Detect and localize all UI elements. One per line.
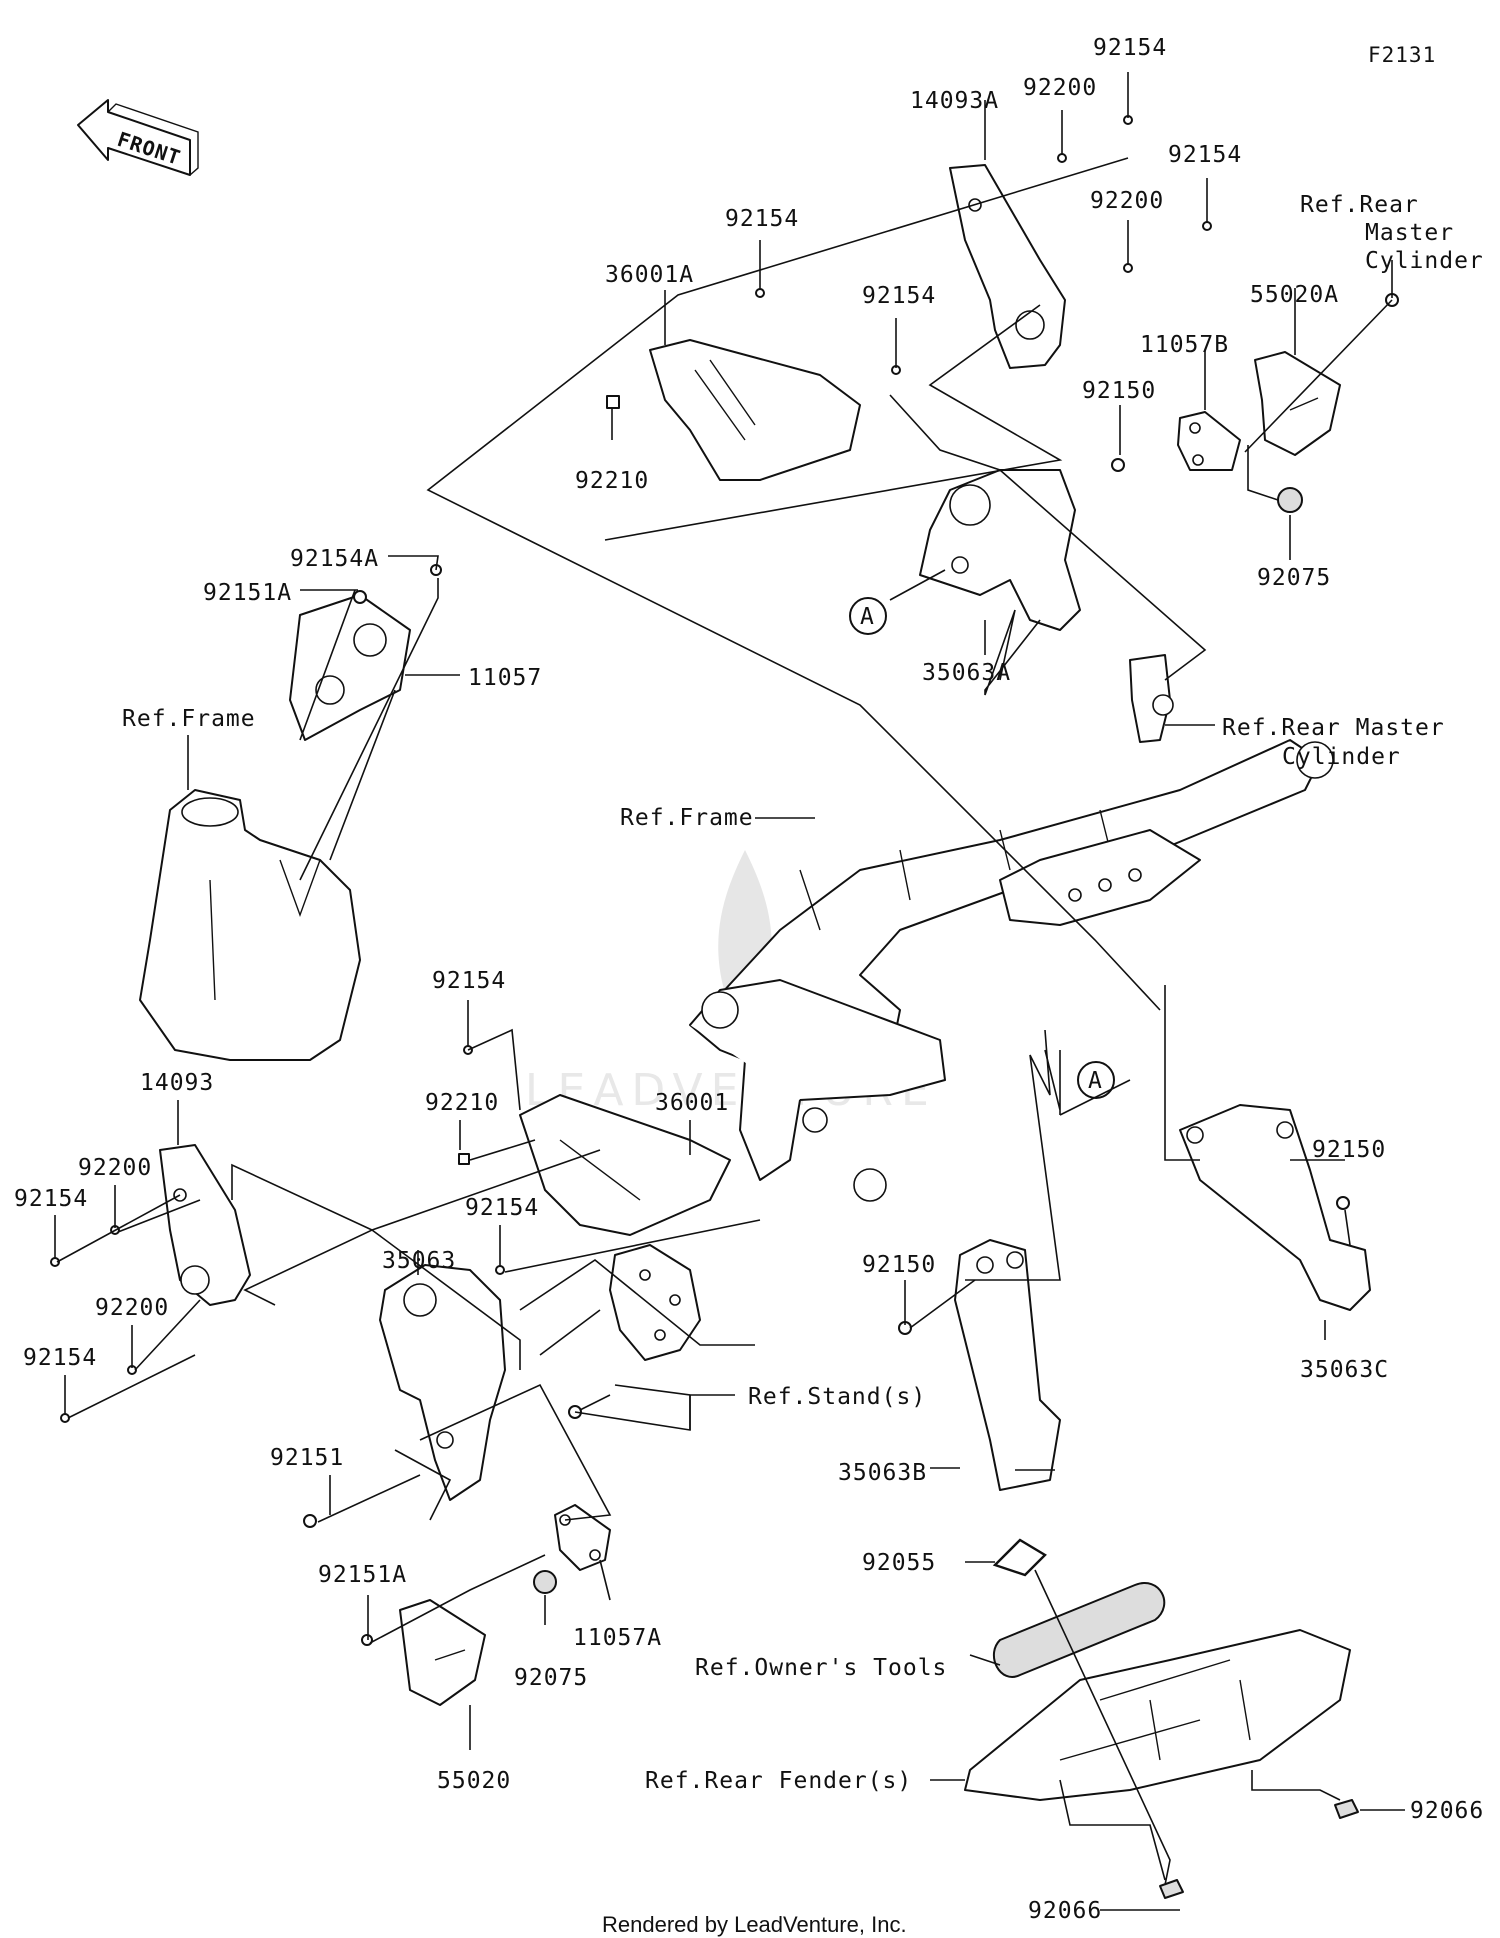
label-92055: 92055 <box>862 1550 936 1576</box>
label-35063: 35063 <box>382 1248 456 1274</box>
label-92154-b: 92154 <box>1168 142 1242 168</box>
label-55020: 55020 <box>437 1768 511 1794</box>
part-ref-stand-bracket <box>609 1244 701 1361</box>
part-55020-guard <box>399 1599 486 1706</box>
part-owners-tools <box>993 1582 1166 1678</box>
label-ref-rear-mc-top-2: Master <box>1365 220 1454 246</box>
label-92075-b: 92075 <box>514 1665 588 1691</box>
part-35063-bracket <box>379 1264 506 1501</box>
label-92151A-a: 92151A <box>203 580 292 606</box>
footer-credit: Rendered by LeadVenture, Inc. <box>602 1912 907 1937</box>
label-ref-rear-mc-mid-2: Cylinder <box>1282 744 1401 770</box>
label-92151A-b: 92151A <box>318 1562 407 1588</box>
label-14093A: 14093A <box>910 88 999 114</box>
label-92154-c: 92154 <box>725 206 799 232</box>
label-ref-rear-mc-top-1: Ref.Rear <box>1300 192 1419 218</box>
part-ref-frame-head <box>139 789 361 1061</box>
label-ref-frame-a: Ref.Frame <box>122 706 256 732</box>
label-14093: 14093 <box>140 1070 214 1096</box>
label-92154A: 92154A <box>290 546 379 572</box>
label-92200-d: 92200 <box>95 1295 169 1321</box>
label-92066-b: 92066 <box>1028 1898 1102 1924</box>
label-36001: 36001 <box>655 1090 729 1116</box>
label-92210-b: 92210 <box>425 1090 499 1116</box>
label-11057B: 11057B <box>1140 332 1229 358</box>
label-11057A: 11057A <box>573 1625 662 1651</box>
label-11057: 11057 <box>468 665 542 691</box>
label-92154-a: 92154 <box>1093 35 1167 61</box>
callout-a-lower: A <box>1077 1061 1115 1099</box>
figure-code: F2131 <box>1368 43 1436 67</box>
label-ref-rear-mc-mid-1: Ref.Rear Master <box>1222 715 1445 741</box>
part-35063B-bracket <box>954 1239 1061 1491</box>
part-labels: 92154 92200 14093A 92154 92200 Ref.Rear … <box>14 35 1484 1924</box>
label-ref-rear-mc-top-3: Cylinder <box>1365 248 1484 274</box>
part-rear-master-cylinder <box>1129 654 1174 743</box>
part-11057A-plate <box>554 1504 611 1571</box>
label-ref-frame-b: Ref.Frame <box>620 805 754 831</box>
label-35063C: 35063C <box>1300 1357 1389 1383</box>
label-55020A: 55020A <box>1250 282 1339 308</box>
label-92150-c: 92150 <box>862 1252 936 1278</box>
label-92154-f: 92154 <box>14 1186 88 1212</box>
label-92066-a: 92066 <box>1410 1798 1484 1824</box>
part-92075-grommet-bottom <box>533 1570 557 1594</box>
label-92200-a: 92200 <box>1023 75 1097 101</box>
part-ref-rear-fender <box>964 1629 1351 1801</box>
label-92154-h: 92154 <box>23 1345 97 1371</box>
callout-a-upper-letter: A <box>860 604 875 630</box>
label-92154-g: 92154 <box>465 1195 539 1221</box>
label-92151: 92151 <box>270 1445 344 1471</box>
part-92055-clip <box>992 1538 1047 1577</box>
label-ref-rear-fenders: Ref.Rear Fender(s) <box>645 1768 912 1794</box>
label-ref-stands: Ref.Stand(s) <box>748 1384 926 1410</box>
label-92200-c: 92200 <box>78 1155 152 1181</box>
label-ref-owners-tools: Ref.Owner's Tools <box>695 1655 947 1681</box>
part-11057B-plate <box>1177 411 1241 471</box>
part-92075-grommet-top <box>1277 487 1303 513</box>
label-92154-d: 92154 <box>862 283 936 309</box>
label-35063A: 35063A <box>922 660 1011 686</box>
leader-lines <box>54 72 1405 1911</box>
label-92210-a: 92210 <box>575 468 649 494</box>
part-36001-cover <box>519 1094 731 1236</box>
label-92075-a: 92075 <box>1257 565 1331 591</box>
label-35063B: 35063B <box>838 1460 927 1486</box>
part-36001A-cover <box>649 339 861 481</box>
label-92150-b: 92150 <box>1312 1137 1386 1163</box>
callout-a-upper: A <box>849 597 887 635</box>
label-92150-a: 92150 <box>1082 378 1156 404</box>
label-92154-e: 92154 <box>432 968 506 994</box>
part-55020A-guard <box>1254 351 1341 456</box>
label-92200-b: 92200 <box>1090 188 1164 214</box>
label-36001A: 36001A <box>605 262 694 288</box>
part-14093-bracket <box>159 1144 251 1306</box>
callout-a-lower-letter: A <box>1088 1068 1103 1094</box>
part-11057-bracket <box>289 594 411 741</box>
part-35063C-bracket <box>1179 1104 1371 1311</box>
part-ref-frame-main <box>689 739 1334 1202</box>
front-direction-arrow: FRONT <box>77 99 199 176</box>
part-35063A-bracket <box>919 469 1081 631</box>
